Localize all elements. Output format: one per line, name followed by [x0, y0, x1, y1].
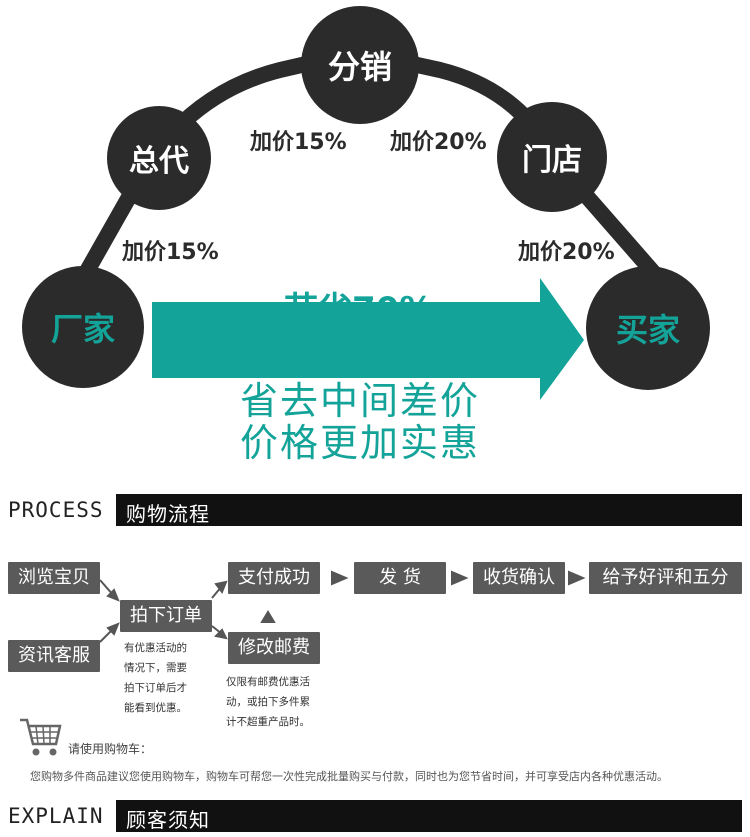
- node-buyer: 买家: [586, 266, 710, 390]
- step-pay-label: 支付成功: [238, 567, 310, 588]
- discount-note-line: 情况下，需要: [124, 662, 187, 674]
- node-factory: 厂家: [22, 266, 144, 388]
- arrow-head-pay: [214, 580, 228, 595]
- arrow-head-browse: [106, 588, 120, 602]
- step-confirm-receipt: 收货确认: [473, 562, 565, 594]
- node-general-agent-label: 总代: [129, 144, 189, 179]
- discount-note-line: 拍下订单后才: [124, 682, 187, 694]
- arrow-head-consult: [106, 622, 120, 636]
- node-store-label: 门店: [522, 143, 582, 178]
- step-review: 给予好评和五分: [589, 562, 742, 594]
- shopping-cart-icon: [20, 718, 62, 756]
- step-modify-shipping-label: 修改邮费: [238, 637, 310, 658]
- savings-arrow: [152, 278, 584, 400]
- node-buyer-label: 买家: [615, 311, 680, 349]
- shipping-note-line: 动，或拍下多件累: [226, 696, 310, 708]
- explain-en-label: EXPLAIN: [8, 804, 104, 828]
- shipping-note-line: 仅限有邮费优惠活: [226, 676, 310, 688]
- step-place-order: 拍下订单: [120, 600, 212, 632]
- slogan-line-1: 省去中间差价: [240, 379, 481, 423]
- arrow-pay-to-ship: [331, 570, 349, 586]
- step-place-order-label: 拍下订单: [130, 605, 202, 626]
- arrow-confirm-to-review: [568, 570, 586, 586]
- node-distributor-label: 分销: [327, 48, 392, 86]
- discount-note: 有优惠活动的 情况下，需要 拍下订单后才 能看到优惠。: [124, 638, 187, 718]
- step-ship: 发 货: [354, 562, 446, 594]
- step-browse: 浏览宝贝: [8, 562, 100, 594]
- cart-info: 您购物多件商品建议您使用购物车，购物车可帮您一次性完成批量购买与付款，同时也为您…: [30, 770, 668, 783]
- step-pay: 支付成功: [228, 562, 320, 594]
- node-general-agent: 总代: [107, 106, 211, 210]
- explain-section-header: EXPLAIN 顾客须知: [0, 800, 750, 832]
- node-distributor: 分销: [301, 6, 419, 124]
- markup-factory-to-agent: 加价15%: [122, 240, 219, 265]
- step-confirm-receipt-label: 收货确认: [483, 567, 555, 588]
- shipping-note: 仅限有邮费优惠活 动，或拍下多件累 计不超重产品时。: [226, 672, 310, 732]
- discount-note-line: 能看到优惠。: [124, 702, 187, 714]
- node-store: 门店: [497, 102, 607, 212]
- process-section-header: PROCESS 购物流程: [0, 494, 750, 526]
- savings-label: 节省70%: [284, 290, 434, 330]
- price-chain-diagram: 厂家 总代 分销 门店 买家 加价15% 加价15% 加价20% 加价20% 节…: [22, 6, 710, 465]
- arrow-ship-to-confirm: [451, 570, 469, 586]
- markup-distributor-to-store: 加价20%: [390, 130, 487, 155]
- slogan-line-2: 价格更加实惠: [240, 421, 481, 465]
- arrow-head-shipping: [213, 628, 228, 640]
- step-review-label: 给予好评和五分: [602, 567, 729, 588]
- flow-arrows: [99, 570, 586, 643]
- markup-store-to-buyer: 加价20%: [518, 240, 615, 265]
- explain-cn-label: 顾客须知: [126, 808, 210, 832]
- cart-tip: 请使用购物车：: [68, 742, 153, 756]
- process-cn-label: 购物流程: [126, 502, 210, 526]
- node-factory-label: 厂家: [50, 310, 115, 348]
- markup-agent-to-distributor: 加价15%: [250, 130, 347, 155]
- arrow-shipping-to-pay: [260, 610, 276, 623]
- step-consult-label: 资讯客服: [18, 645, 90, 666]
- step-modify-shipping: 修改邮费: [228, 632, 320, 664]
- discount-note-line: 有优惠活动的: [124, 642, 187, 654]
- step-browse-label: 浏览宝贝: [18, 567, 90, 588]
- step-consult: 资讯客服: [8, 640, 100, 672]
- step-ship-label: 发 货: [379, 567, 421, 588]
- explain-title-bar: 顾客须知: [116, 800, 742, 832]
- process-en-label: PROCESS: [8, 498, 104, 522]
- shipping-note-line: 计不超重产品时。: [226, 716, 310, 728]
- process-title-bar: 购物流程: [116, 494, 742, 526]
